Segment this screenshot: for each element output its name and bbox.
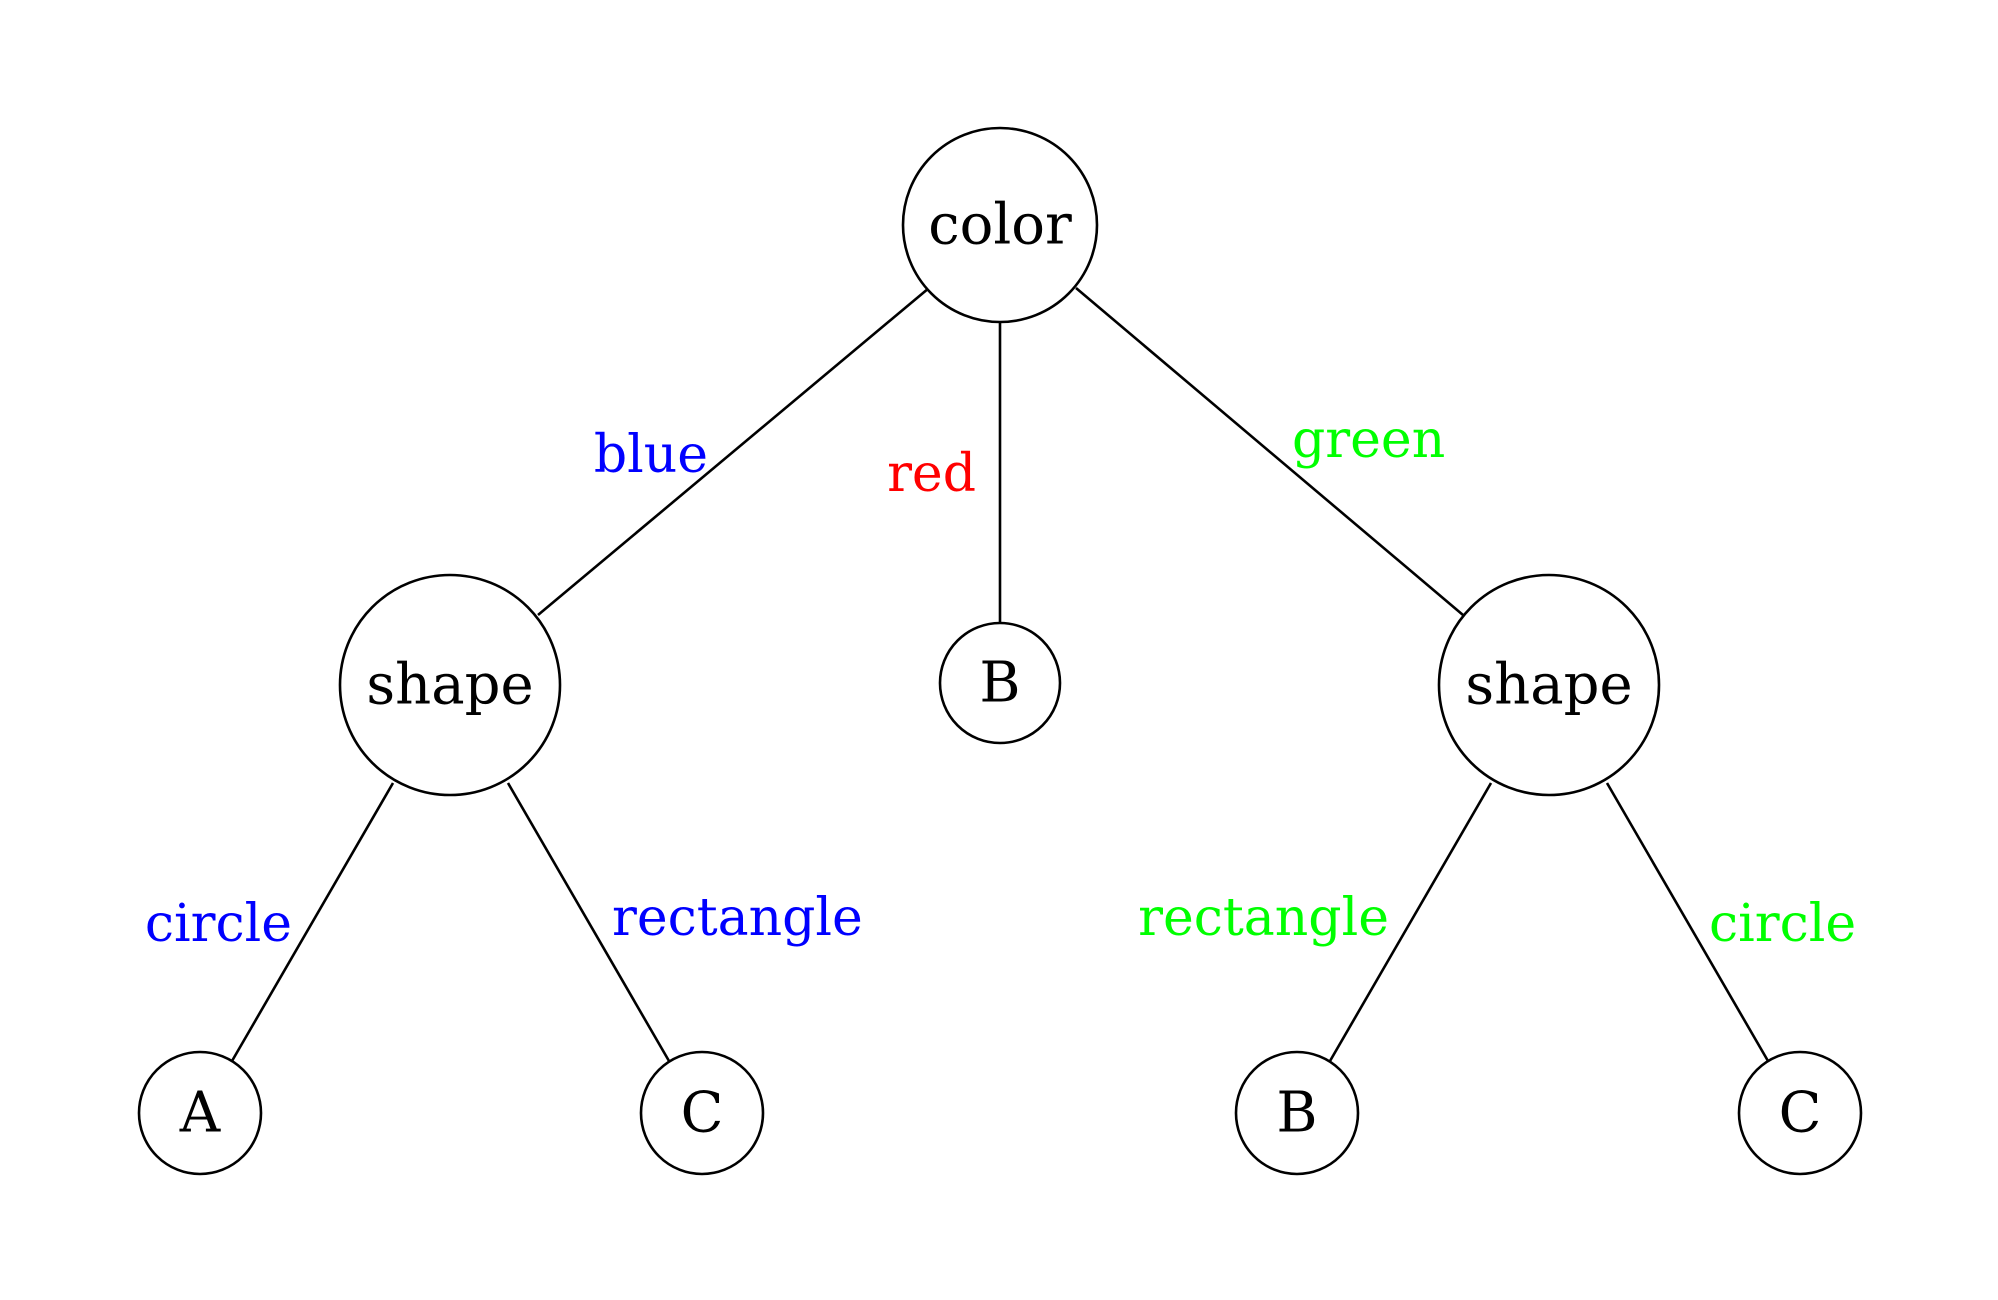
edge-label-left-rectangle: rectangle: [612, 888, 863, 948]
node-leaf-c-right-label: C: [1779, 1081, 1822, 1146]
edge-label-green: green: [1292, 410, 1445, 470]
node-leaf-a: A: [137, 1050, 263, 1176]
edge-label-right-rectangle: rectangle: [1138, 888, 1389, 948]
node-right-shape-label: shape: [1465, 653, 1632, 718]
edge-right-shape-to-b: [1328, 782, 1493, 1062]
edge-label-blue: blue: [594, 425, 708, 485]
node-left-shape-label: shape: [366, 653, 533, 718]
node-leaf-b-right-label: B: [1276, 1081, 1317, 1146]
edge-left-shape-to-c: [506, 782, 671, 1062]
edge-right-shape-to-c: [1605, 782, 1770, 1062]
node-root-color: color: [901, 126, 1099, 324]
edge-label-left-circle: circle: [145, 894, 292, 954]
edge-root-to-right-shape: [1075, 287, 1464, 616]
node-leaf-b-right: B: [1234, 1050, 1360, 1176]
node-leaf-a-label: A: [179, 1081, 221, 1146]
node-leaf-c-left: C: [639, 1050, 765, 1176]
edge-label-red: red: [887, 444, 976, 504]
node-right-shape: shape: [1437, 573, 1661, 797]
edge-label-right-circle: circle: [1709, 894, 1856, 954]
node-leaf-c-right: C: [1737, 1050, 1863, 1176]
node-leaf-c-left-label: C: [681, 1081, 724, 1146]
edge-left-shape-to-a: [230, 782, 395, 1062]
node-root-label: color: [928, 193, 1072, 258]
node-left-shape: shape: [338, 573, 562, 797]
node-middle-leaf-label: B: [979, 651, 1020, 716]
node-middle-leaf-b: B: [938, 621, 1062, 745]
edge-root-to-left-shape: [537, 287, 930, 616]
